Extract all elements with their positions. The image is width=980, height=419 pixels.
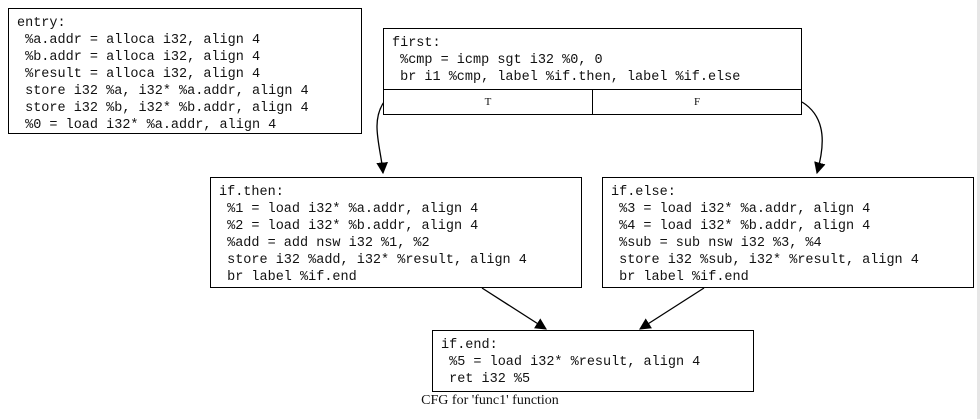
code-line: %1 = load i32* %a.addr, align 4 xyxy=(219,202,479,217)
branch-ports: T F xyxy=(384,89,801,114)
code-line: store i32 %a, i32* %a.addr, align 4 xyxy=(17,84,309,99)
first-code: first: %cmp = icmp sgt i32 %0, 0 br i1 %… xyxy=(384,29,801,89)
code-line: %a.addr = alloca i32, align 4 xyxy=(17,33,261,48)
code-line: if.end: xyxy=(441,338,498,353)
first-block: first: %cmp = icmp sgt i32 %0, 0 br i1 %… xyxy=(383,28,802,115)
code-line: br i1 %cmp, label %if.then, label %if.el… xyxy=(392,70,741,85)
code-line: %cmp = icmp sgt i32 %0, 0 xyxy=(392,53,603,68)
edge-if-then-to-if-end xyxy=(481,287,547,330)
entry-block: entry: %a.addr = alloca i32, align 4 %b.… xyxy=(8,8,362,134)
if-end-code: if.end: %5 = load i32* %result, align 4 … xyxy=(433,331,753,392)
code-line: %add = add nsw i32 %1, %2 xyxy=(219,236,430,251)
code-line: %3 = load i32* %a.addr, align 4 xyxy=(611,202,871,217)
edge-true-to-if-then xyxy=(376,101,388,175)
if-end-block: if.end: %5 = load i32* %result, align 4 … xyxy=(432,330,754,392)
page-edge xyxy=(977,0,980,419)
entry-code: entry: %a.addr = alloca i32, align 4 %b.… xyxy=(9,9,361,138)
code-line: br label %if.end xyxy=(611,270,749,285)
code-line: %b.addr = alloca i32, align 4 xyxy=(17,50,261,65)
if-then-code: if.then: %1 = load i32* %a.addr, align 4… xyxy=(211,178,581,290)
code-line: if.else: xyxy=(611,185,676,200)
code-line: %result = alloca i32, align 4 xyxy=(17,67,261,82)
code-line: store i32 %b, i32* %b.addr, align 4 xyxy=(17,101,309,116)
code-line: br label %if.end xyxy=(219,270,357,285)
code-line: entry: xyxy=(17,16,66,31)
if-then-block: if.then: %1 = load i32* %a.addr, align 4… xyxy=(210,177,582,288)
if-else-code: if.else: %3 = load i32* %a.addr, align 4… xyxy=(603,178,973,290)
code-line: store i32 %add, i32* %result, align 4 xyxy=(219,253,527,268)
code-line: if.then: xyxy=(219,185,284,200)
code-line: %sub = sub nsw i32 %3, %4 xyxy=(611,236,822,251)
edge-if-else-to-if-end xyxy=(639,287,705,330)
port-true: T xyxy=(484,96,492,108)
code-line: first: xyxy=(392,36,441,51)
code-line: %0 = load i32* %a.addr, align 4 xyxy=(17,118,277,133)
if-else-block: if.else: %3 = load i32* %a.addr, align 4… xyxy=(602,177,974,288)
port-false: F xyxy=(592,90,801,114)
code-line: store i32 %sub, i32* %result, align 4 xyxy=(611,253,919,268)
code-line: %4 = load i32* %b.addr, align 4 xyxy=(611,219,871,234)
code-line: %5 = load i32* %result, align 4 xyxy=(441,355,701,370)
code-line: %2 = load i32* %b.addr, align 4 xyxy=(219,219,479,234)
code-line: ret i32 %5 xyxy=(441,372,531,387)
edge-false-to-if-else xyxy=(801,101,826,175)
graph-caption: CFG for 'func1' function xyxy=(421,393,559,408)
